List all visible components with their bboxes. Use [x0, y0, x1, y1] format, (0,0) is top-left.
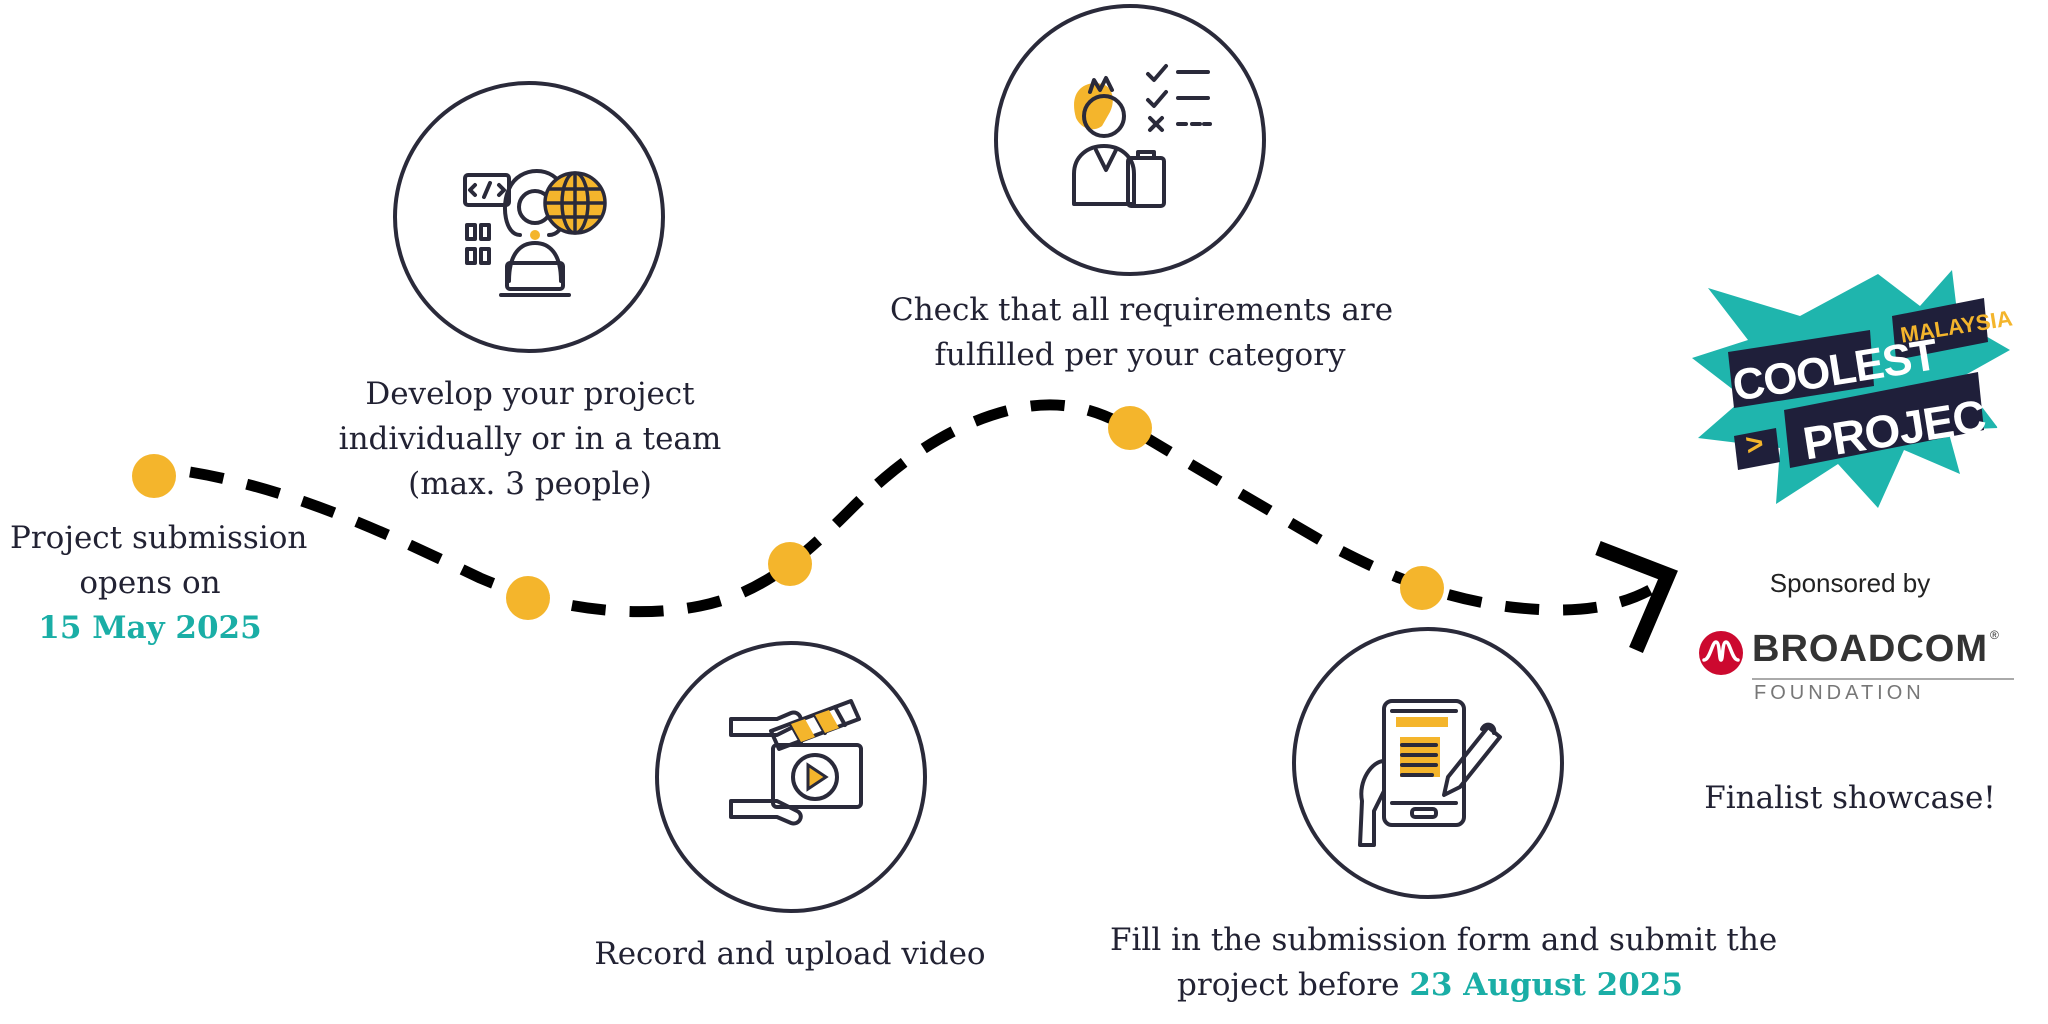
broadcom-registered: ®: [1989, 628, 2000, 642]
step1-line1: Project submission: [10, 520, 308, 556]
logo-burst-icon: [1692, 270, 2010, 508]
step1-date: 15 May 2025: [38, 610, 262, 646]
sponsor-label: Sponsored by: [1769, 568, 1931, 598]
step1-line2: opens on: [79, 565, 221, 601]
step4-line1: Check that all requirements are: [890, 292, 1394, 328]
timeline-dot-5: [1400, 566, 1444, 610]
finale-label: Finalist showcase!: [1704, 780, 1996, 816]
broadcom-divider: [1752, 678, 2014, 680]
step4-line2: fulfilled per your category: [934, 337, 1346, 373]
broadcom-sub: FOUNDATION: [1754, 682, 1925, 704]
step5-text: Fill in the submission form and submit t…: [1110, 918, 1778, 1008]
step3-text: Record and upload video: [590, 932, 990, 977]
step2-line2: individually or in a team: [338, 421, 722, 457]
tablet-form-icon: [1358, 699, 1502, 847]
coolest-projects-logo: COOLEST MALAYSIA PROJECTS >: [1688, 268, 2045, 518]
step2-line3: (max. 3 people): [408, 466, 652, 502]
step3-label: Record and upload video: [594, 936, 986, 972]
broadcom-pulse-icon: [1699, 631, 1743, 675]
timeline-dot-1: [132, 454, 176, 498]
broadcom-wordmark: BROADCOM: [1752, 628, 1988, 670]
step5-line1: Fill in the submission form and submit t…: [1110, 922, 1778, 958]
coder-globe-icon: [463, 169, 607, 297]
timeline-dot-2: [506, 576, 550, 620]
broadcom-name: BROADCOM®: [1752, 628, 2000, 671]
step4-text: Check that all requirements are fulfille…: [890, 288, 1394, 378]
broadcom-logo: BROADCOM® FOUNDATION: [1698, 626, 2028, 706]
step5-line2: project before 23 August 2025: [1110, 963, 1750, 1008]
step2-circle: [393, 81, 665, 353]
step3-circle: [655, 641, 927, 913]
step5-date: 23 August 2025: [1409, 967, 1683, 1003]
timeline-dot-4: [1108, 406, 1152, 450]
timeline-dot-3: [768, 542, 812, 586]
arrow-head-icon: [1595, 541, 1678, 653]
clapperboard-video-icon: [729, 699, 863, 826]
step1-text: Project submission opens on 15 May 2025: [10, 516, 308, 651]
step4-circle: [994, 4, 1266, 276]
checklist-person-icon: [1072, 64, 1212, 208]
step2-line1: Develop your project: [365, 376, 695, 412]
step5-circle: [1292, 627, 1564, 899]
step2-text: Develop your project individually or in …: [330, 372, 730, 507]
step5-line2-prefix: project before: [1177, 967, 1400, 1003]
